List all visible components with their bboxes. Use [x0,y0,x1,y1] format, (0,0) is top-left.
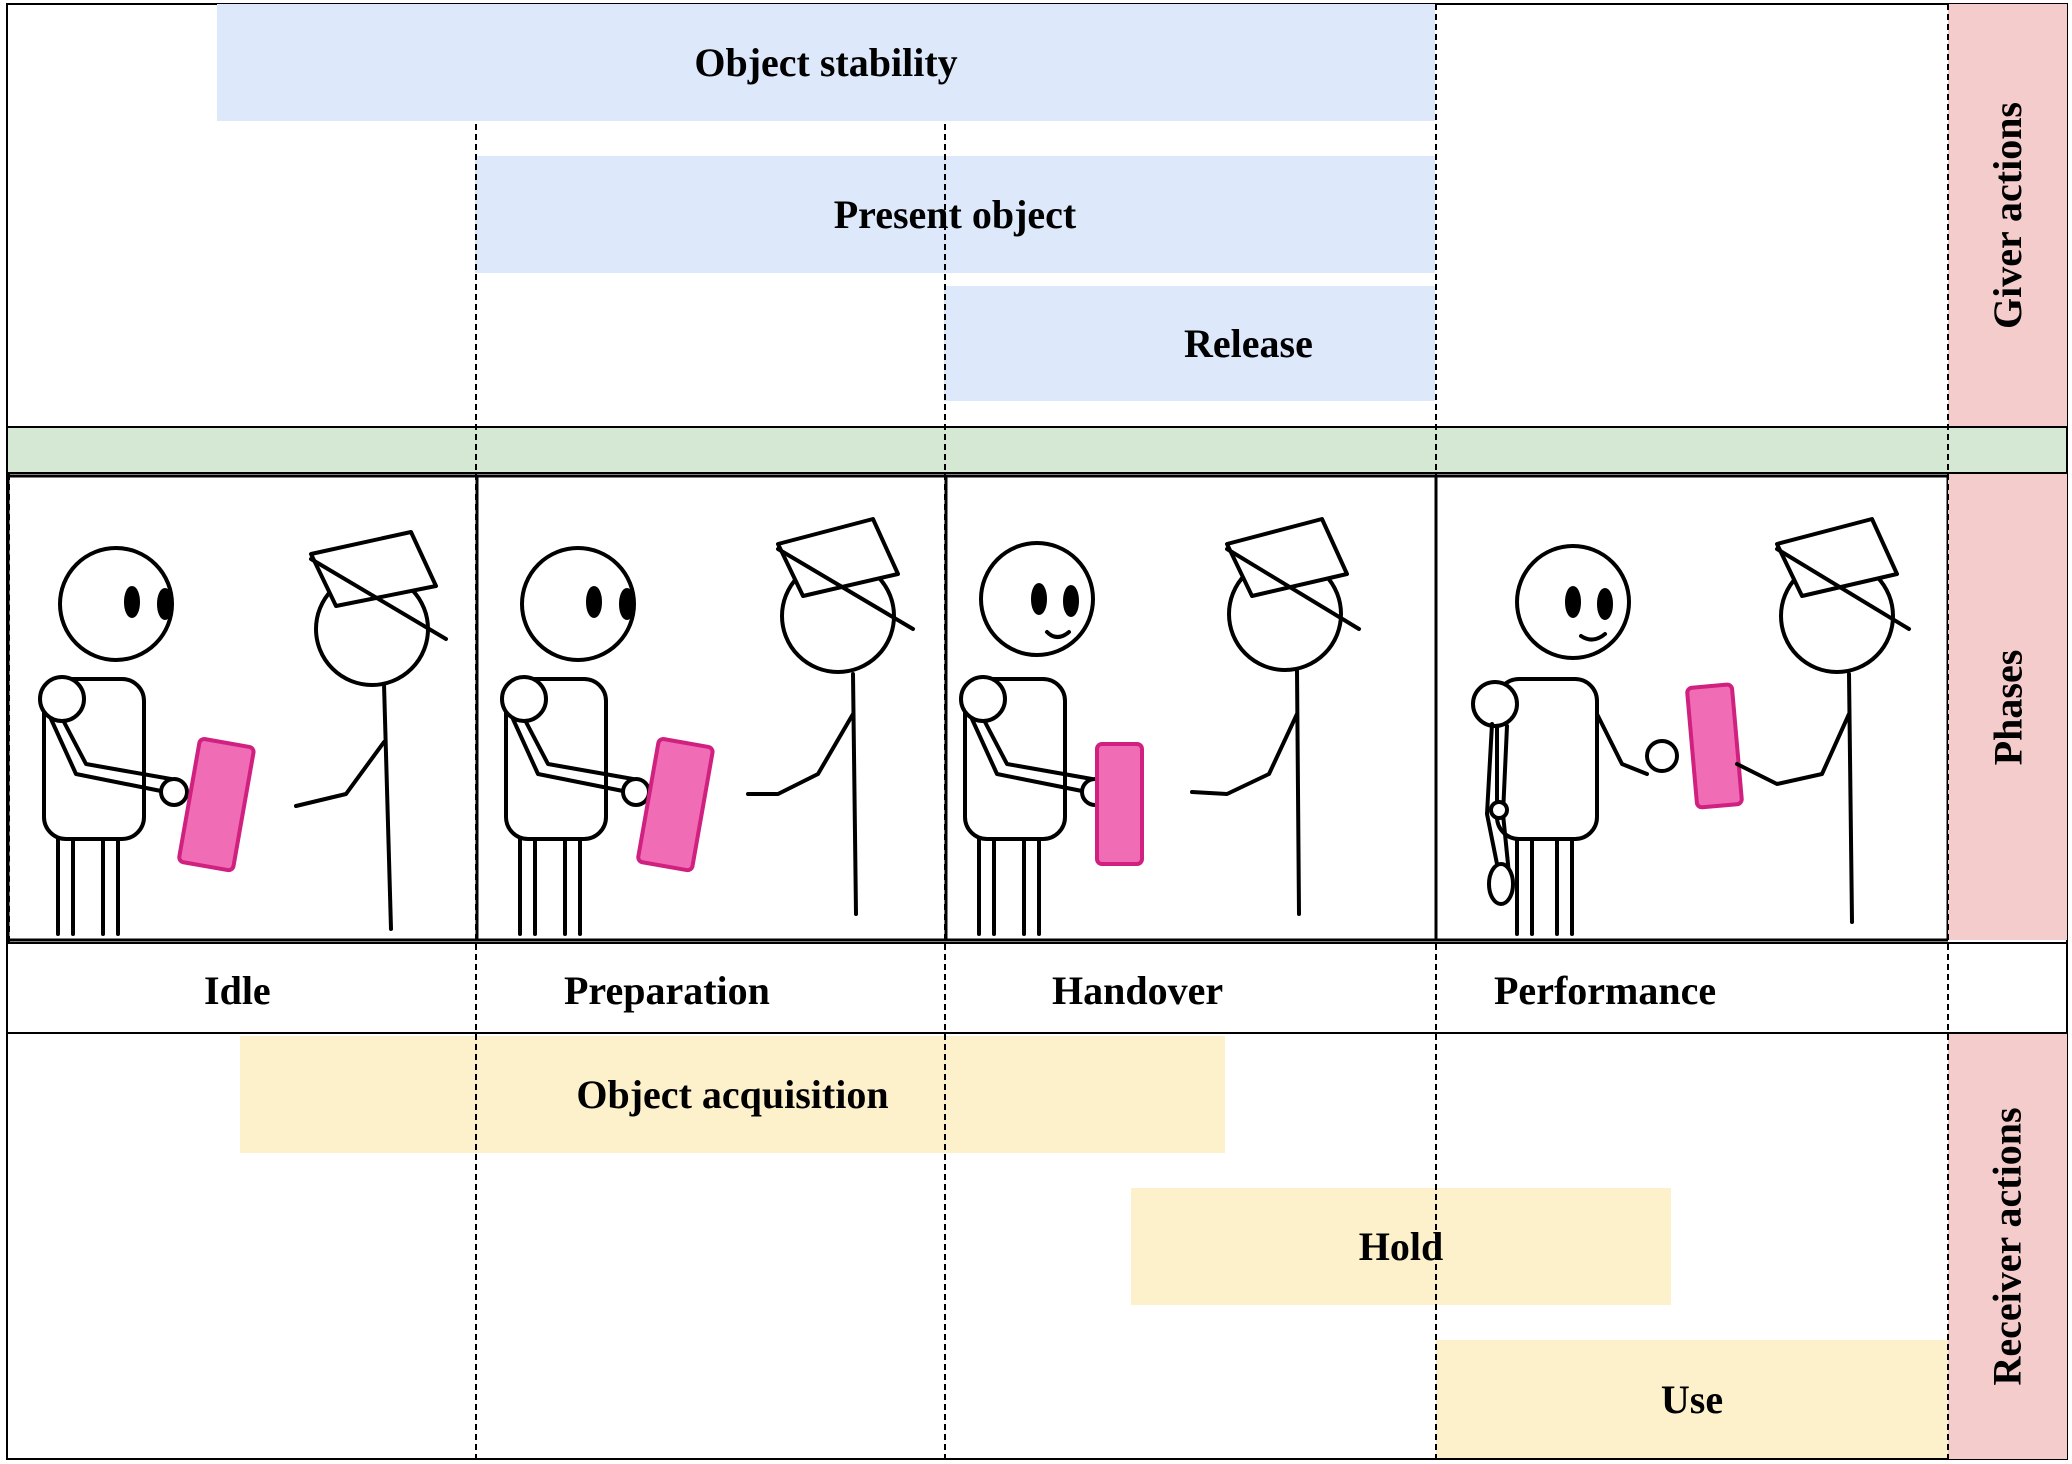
handover-panel-figures [959,517,1361,936]
hold-label: Hold [1358,1224,1444,1269]
phase-divider-3 [1435,4,1437,1460]
phase-illustrations [6,474,1950,942]
receiver-actions-label: Receiver actions [1985,1107,2031,1386]
phase-divider-1 [475,124,477,1460]
phase-divider-4 [1947,4,1949,1460]
giver-actions-label: Giver actions [1985,101,2031,329]
idle-panel-figures [38,530,448,936]
object-acquisition-bar: Object acquisition [240,1036,1225,1153]
phase-idle: Idle [204,967,271,1013]
object-acquisition-label: Object acquisition [576,1072,889,1117]
left-edge-divider [8,474,10,942]
phase-preparation: Preparation [564,967,770,1013]
giver-actions-side-label: Giver actions [1948,4,2067,426]
phase-label-row: Idle Preparation Handover Performance [6,942,2068,1034]
phase-performance: Performance [1494,967,1717,1013]
object-stability-label: Object stability [694,40,958,85]
present-object-bar: Present object [475,156,1435,273]
phases-side-label: Phases [1948,474,2067,940]
preparation-panel-figures [500,517,915,936]
phase-handover: Handover [1052,967,1224,1013]
performance-panel-figures [1471,517,1911,936]
present-object-label: Present object [833,192,1077,237]
phases-label: Phases [1984,649,2030,765]
receiver-actions-side-label: Receiver actions [1948,1034,2067,1459]
release-label: Release [1184,321,1313,366]
stick-figure-panels [6,474,1950,942]
release-bar: Release [944,286,1435,401]
phase-divider-2 [944,124,946,1460]
object-stability-bar: Object stability [217,4,1435,121]
hold-bar: Hold [1131,1188,1671,1305]
divider-band [6,426,2068,474]
use-bar: Use [1436,1340,1948,1458]
use-label: Use [1660,1376,1724,1422]
